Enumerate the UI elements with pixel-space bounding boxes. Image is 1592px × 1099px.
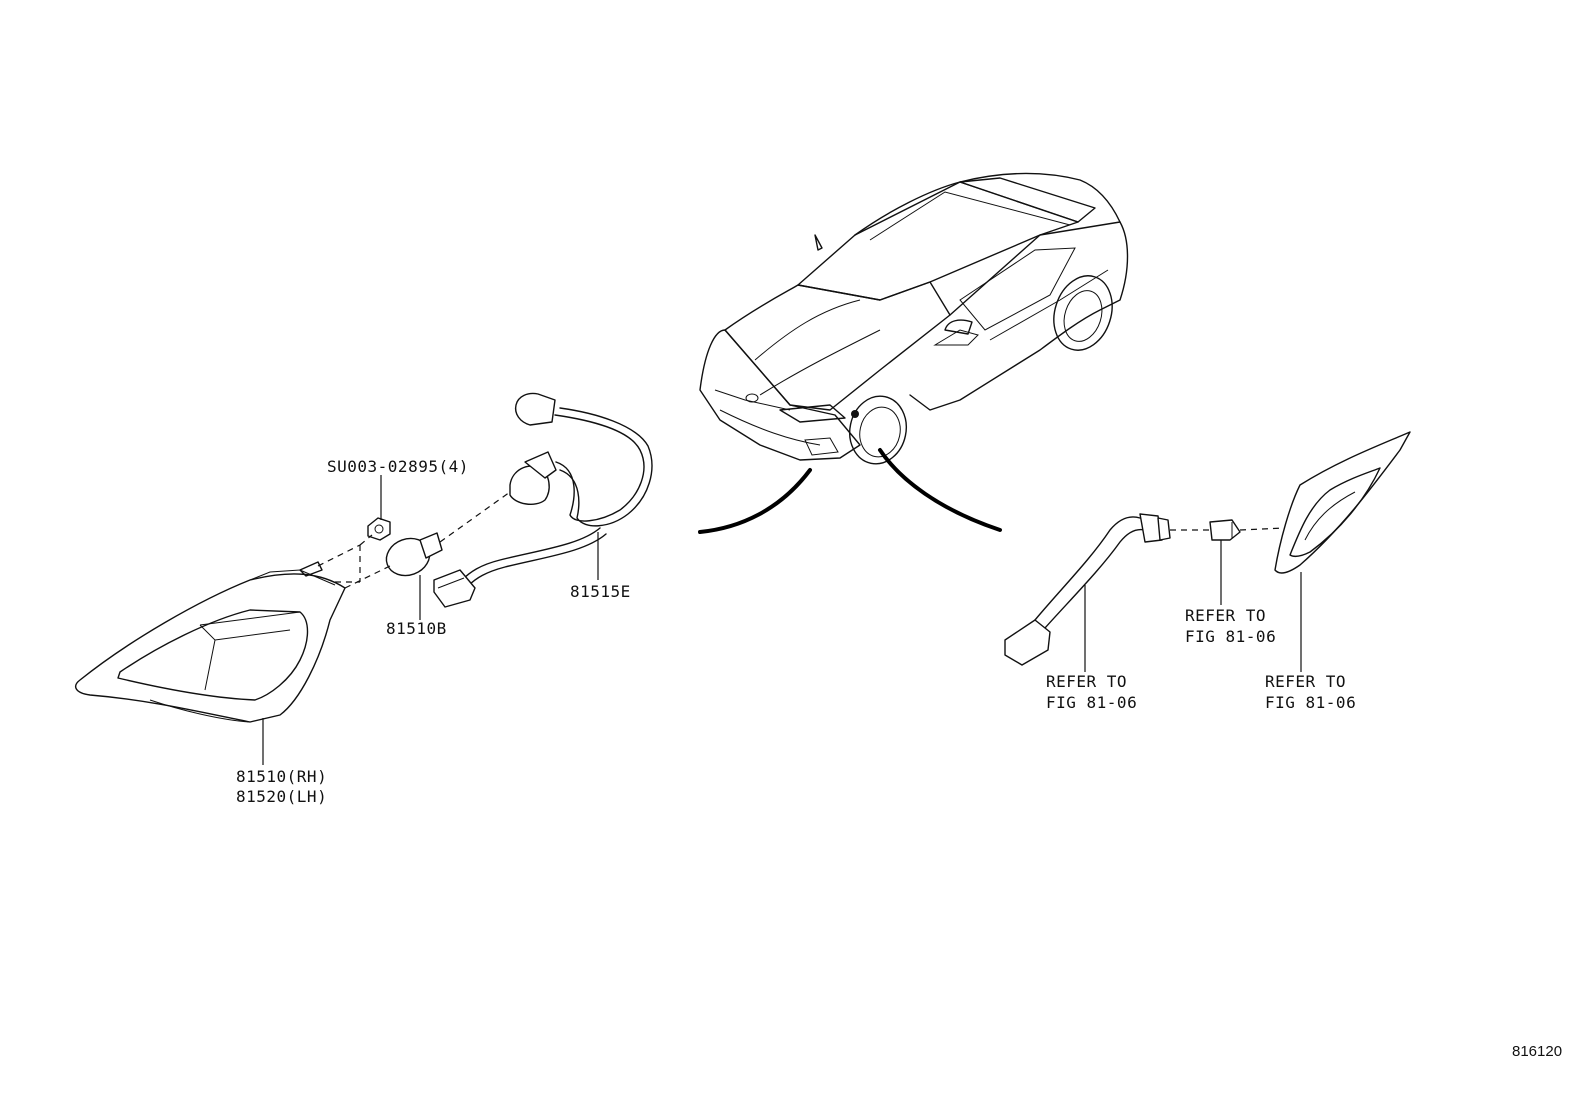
label-harness-part-number: 81515E — [570, 582, 631, 601]
label-lamp-rh-part-number: 81510(RH) — [236, 767, 328, 786]
side-marker-harness — [1004, 513, 1171, 666]
bulb-81510B — [385, 532, 443, 577]
dashed-lines-right — [1170, 527, 1286, 531]
label-lamp-lh-part-number: 81520(LH) — [236, 787, 328, 806]
leader-lines-left — [262, 475, 599, 765]
label-bulb-part-number: 81510B — [386, 619, 447, 638]
label-refer-bulb: REFER TO FIG 81-06 — [1185, 606, 1277, 646]
front-lamp-assembly — [75, 561, 346, 723]
label-refer-lens: REFER TO FIG 81-06 — [1265, 672, 1357, 712]
car-illustration — [698, 172, 1129, 534]
assembly-dashed-lines — [317, 491, 511, 589]
side-marker-bulb — [1209, 519, 1241, 541]
side-marker-lens — [1274, 431, 1411, 574]
label-refer-harness: REFER TO FIG 81-06 — [1046, 672, 1138, 712]
clip-nut — [367, 517, 391, 541]
wire-harness-81515E — [433, 392, 653, 608]
figure-number: 816120 — [1512, 1043, 1563, 1060]
label-clip-part-number: SU003-02895(4) — [327, 457, 469, 476]
leader-lines-right — [1084, 540, 1302, 672]
